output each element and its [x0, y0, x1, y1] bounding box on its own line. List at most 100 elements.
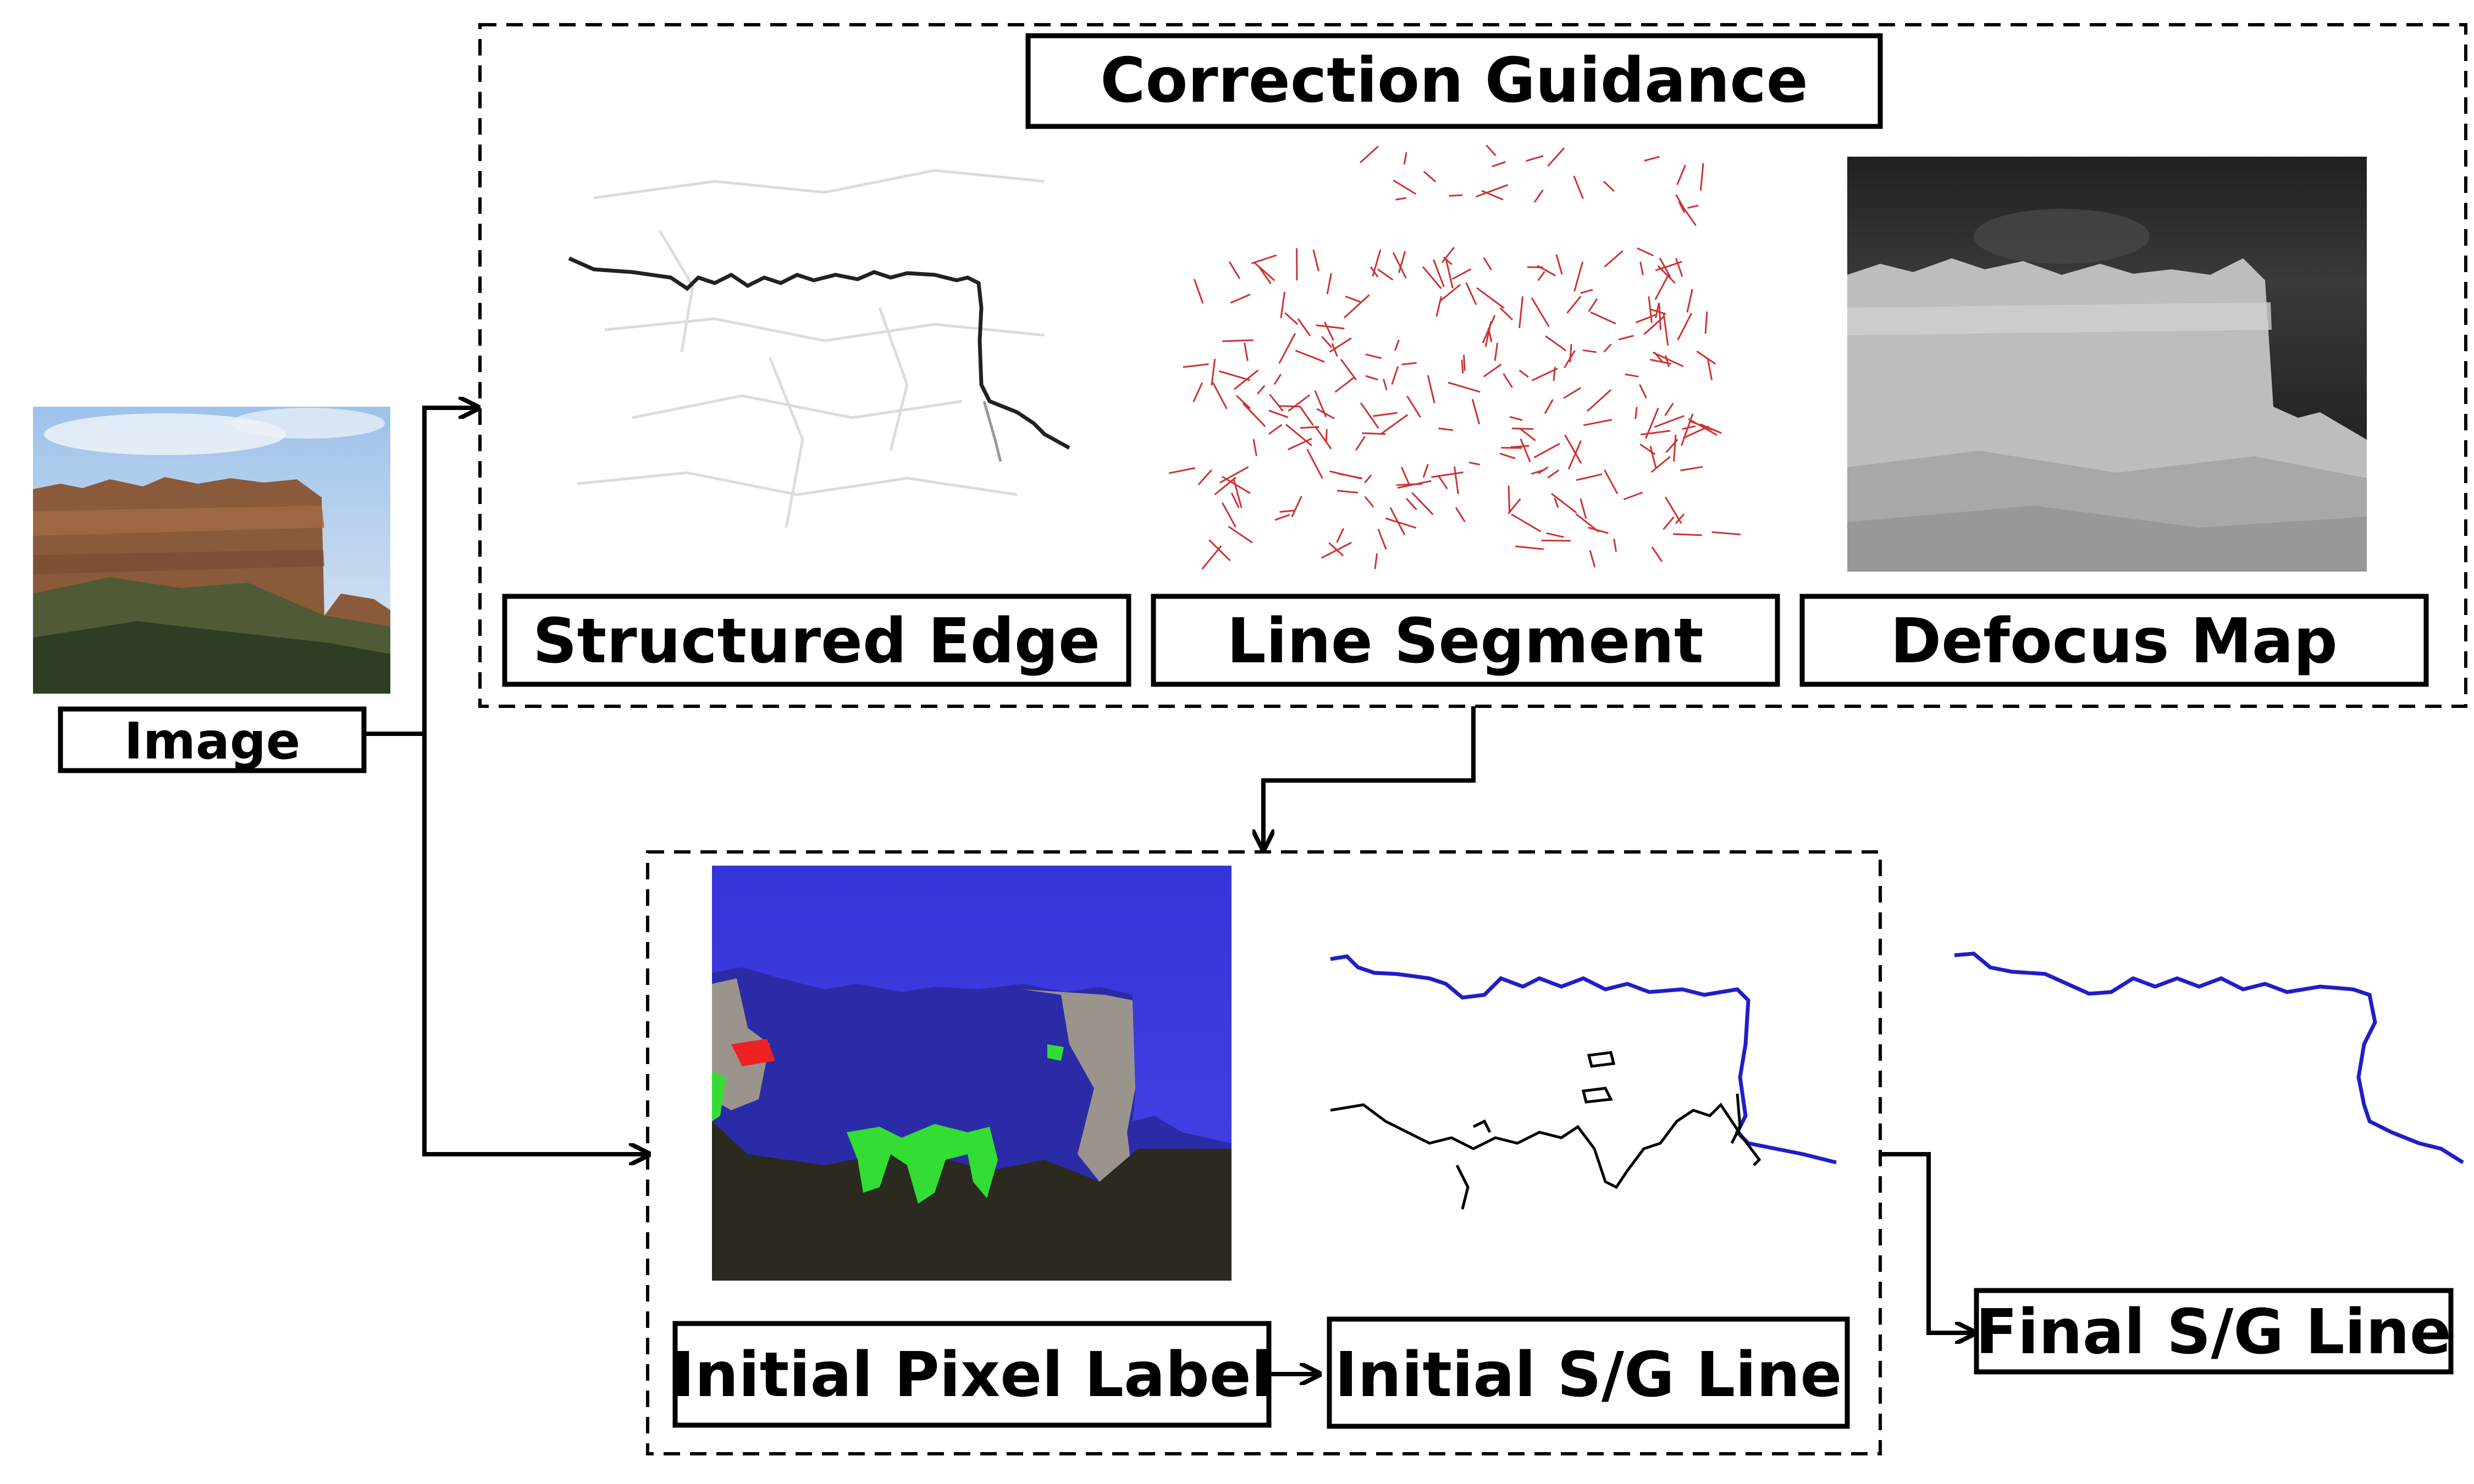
line-segment-mark	[1499, 452, 1516, 459]
line-segment-mark	[1463, 355, 1466, 371]
line-segment-mark	[1235, 395, 1251, 409]
line-segment-mark	[1507, 485, 1511, 512]
line-segment-mark	[1518, 427, 1536, 441]
line-segment-mark	[1681, 413, 1694, 446]
line-segment-mark	[1377, 528, 1387, 550]
line-segment-mark	[1328, 542, 1344, 557]
line-segment-mark	[1655, 261, 1682, 272]
line-segment-mark	[1696, 350, 1716, 365]
line-segment-mark	[1483, 257, 1492, 270]
line-segment-mark	[1587, 389, 1612, 412]
line-segment-mark	[1331, 343, 1338, 357]
line-segment-mark	[1461, 359, 1464, 374]
line-segment-mark	[1295, 350, 1325, 363]
line-segment-mark	[1471, 398, 1481, 425]
line-segment-mark	[1392, 252, 1407, 279]
line-segment-mark	[1422, 464, 1429, 478]
line-segment-mark	[1360, 402, 1379, 429]
line-segment-mark	[1582, 349, 1597, 353]
line-segment-mark	[1494, 342, 1499, 361]
line-segment-mark	[1509, 416, 1523, 421]
line-segment-mark	[1677, 313, 1693, 341]
line-segment-mark	[1297, 318, 1311, 337]
line-segment-mark	[1314, 425, 1332, 450]
line-segment-mark	[1385, 517, 1417, 529]
line-segment-mark	[1589, 550, 1596, 568]
line-segment-mark	[1234, 369, 1259, 390]
line-segment-mark	[1431, 471, 1464, 478]
line-segment-mark	[1573, 261, 1584, 292]
line-segment-mark	[1625, 373, 1639, 378]
line-segment-mark	[1682, 425, 1696, 430]
line-segment-mark	[1280, 291, 1286, 319]
line-segment-mark	[1664, 496, 1682, 524]
line-segment-mark	[1658, 302, 1661, 330]
line-segment-mark	[1555, 254, 1563, 275]
line-segment-mark	[1228, 261, 1241, 279]
structured-edge-image	[568, 169, 1070, 528]
line-segment-mark	[1439, 284, 1461, 302]
guidance-to-labeling-arrow	[1263, 706, 1476, 849]
line-segment-mark	[1365, 375, 1378, 381]
line-segment-mark	[1445, 258, 1454, 289]
line-segment-mark	[1604, 469, 1619, 495]
line-segment-mark	[1510, 445, 1529, 448]
line-segment-mark	[1395, 197, 1407, 201]
line-segment-mark	[1269, 394, 1284, 412]
line-segment-mark	[1603, 344, 1612, 353]
image-label-box	[58, 706, 367, 773]
line-segment-mark	[1211, 358, 1216, 386]
line-segment-mark	[1649, 358, 1672, 365]
image-to-labeling-arrow	[422, 734, 649, 1154]
line-segment-mark	[1590, 311, 1616, 325]
line-segment-mark	[1675, 258, 1683, 277]
line-segment-mark	[1400, 466, 1410, 486]
line-segment-mark	[1169, 467, 1196, 474]
line-segment-mark	[1634, 407, 1638, 419]
line-segment-mark	[1253, 262, 1275, 281]
line-segment-mark	[1291, 496, 1302, 518]
line-segment-mark	[1618, 335, 1634, 341]
line-segment-mark	[1635, 314, 1656, 324]
defocus-map-label-box	[1799, 594, 2429, 687]
line-segment-mark	[1192, 382, 1203, 403]
line-segment-mark	[1545, 335, 1567, 352]
line-segment-mark	[1365, 353, 1382, 359]
line-segment-mark	[1193, 279, 1204, 304]
line-segment-mark	[1437, 475, 1448, 490]
line-segment-mark	[1613, 539, 1617, 552]
line-segment-mark	[1338, 473, 1363, 479]
line-segment-mark	[1427, 375, 1435, 403]
defocus-map-image	[1847, 157, 2367, 572]
correction-guidance-title-box	[1025, 33, 1883, 129]
line-segment-mark	[1544, 399, 1554, 414]
line-segment-mark	[1588, 298, 1598, 312]
line-segment-mark	[1401, 362, 1417, 366]
line-segment-mark	[1576, 473, 1603, 481]
final-sg-line-label-box	[1974, 1288, 2454, 1375]
line-segment-mark	[1449, 194, 1463, 197]
line-segment-mark	[1380, 414, 1409, 435]
line-segment-mark	[1218, 370, 1251, 381]
line-segment-mark	[1278, 333, 1296, 364]
structured-edge-label: Structured Edge	[533, 606, 1100, 677]
line-segment-mark	[1673, 434, 1677, 462]
line-segment-mark	[1448, 381, 1481, 393]
line-segment-mark	[1336, 528, 1345, 543]
line-segment-mark	[1637, 247, 1654, 257]
line-segment-mark	[1687, 204, 1699, 209]
initial-pixel-label-image	[712, 866, 1232, 1281]
line-segment-mark	[1688, 418, 1718, 436]
line-segment-mark	[1222, 339, 1253, 342]
line-segment-mark	[1675, 513, 1685, 524]
line-segment-mark	[1406, 395, 1421, 418]
line-segment-mark	[1639, 384, 1647, 398]
line-segment-mark	[1541, 539, 1571, 542]
correction-guidance-group	[478, 23, 2467, 708]
line-segment-mark	[1551, 492, 1577, 514]
line-segment-image	[1169, 145, 1741, 570]
line-segment-mark	[1383, 379, 1388, 390]
line-segment-mark	[1583, 419, 1612, 427]
line-segment-mark	[1345, 295, 1361, 303]
labeling-to-final-arrow	[1880, 1152, 1975, 1333]
